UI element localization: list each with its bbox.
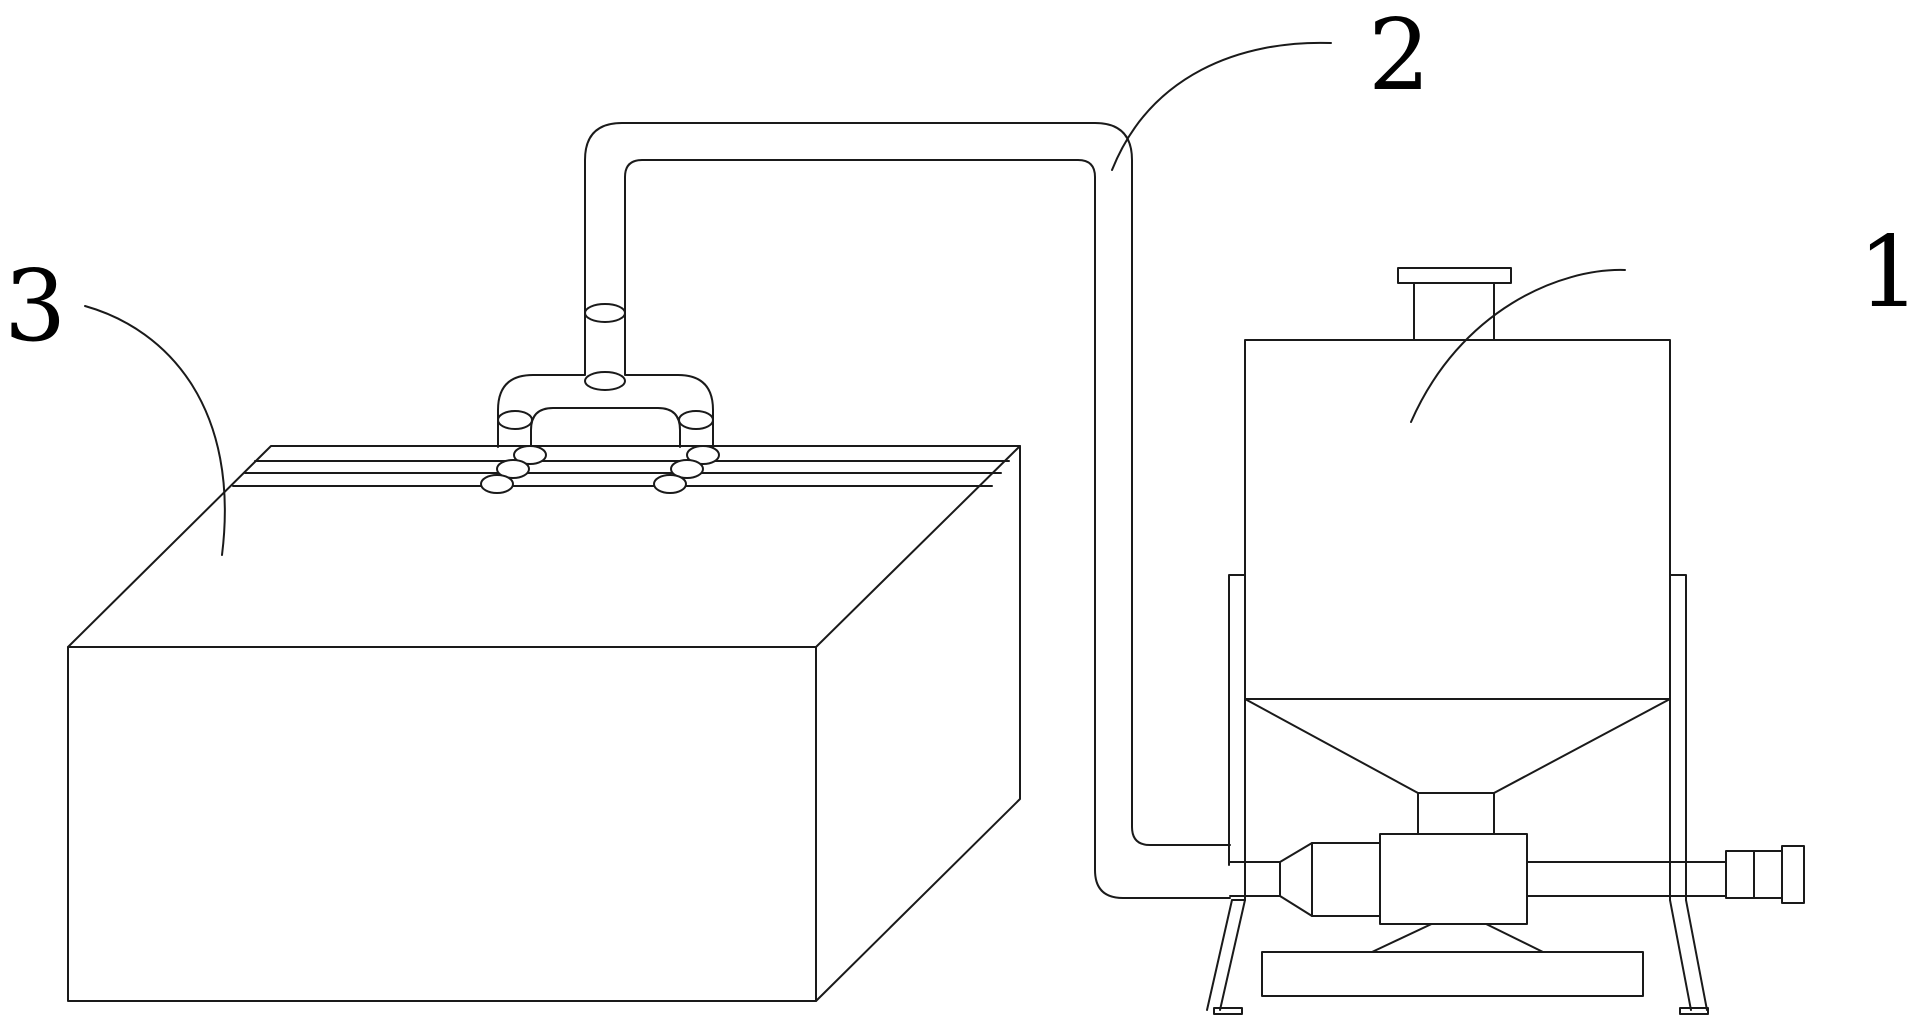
leader-1 — [1410, 268, 1626, 423]
label-2: 2 — [1368, 0, 1430, 113]
leader-2 — [1111, 41, 1332, 171]
box-tank — [67, 445, 1021, 1002]
leader-3 — [84, 305, 226, 556]
leader-lines — [84, 41, 1626, 556]
label-3: 3 — [4, 250, 66, 364]
label-1: 1 — [1858, 216, 1918, 330]
manifold-pipe — [480, 122, 1231, 899]
hopper-unit — [1206, 267, 1805, 1015]
